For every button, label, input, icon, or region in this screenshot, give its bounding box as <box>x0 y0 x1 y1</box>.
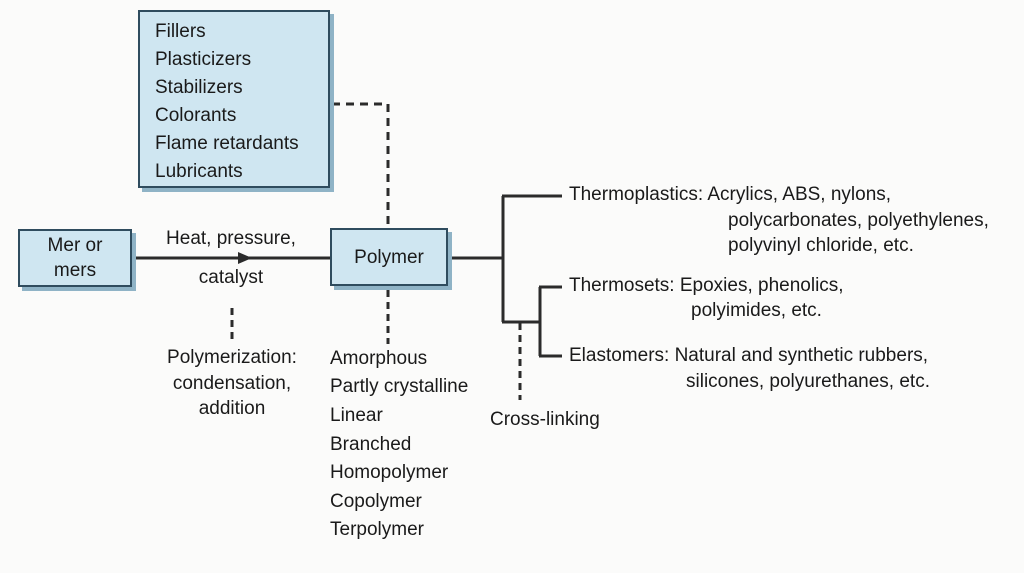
structure-item: Partly crystalline <box>330 376 469 397</box>
additives-box: Fillers Plasticizers Stabilizers Coloran… <box>138 10 330 188</box>
thermoplastics-line1: Thermoplastics: Acrylics, ABS, nylons, <box>569 184 892 205</box>
elastomers-line2: silicones, polyurethanes, etc. <box>686 371 930 392</box>
polymerization-line1: Polymerization: <box>167 347 297 368</box>
structure-item: Copolymer <box>330 491 422 512</box>
polymerization-line2: condensation, <box>172 373 292 394</box>
structure-item: Homopolymer <box>330 462 449 483</box>
additive-item: Fillers <box>155 21 206 42</box>
additive-item: Colorants <box>155 105 237 126</box>
structure-item: Terpolymer <box>330 519 424 540</box>
structure-item: Branched <box>330 434 412 455</box>
thermosets-line2: polyimides, etc. <box>691 300 822 321</box>
mer-box-line1: Mer or <box>47 235 103 256</box>
additives-dashed-connector <box>332 102 390 228</box>
structure-item: Linear <box>330 405 383 426</box>
elastomers-line1: Elastomers: Natural and synthetic rubber… <box>569 345 929 366</box>
polymer-box: Polymer <box>330 228 448 286</box>
additive-item: Stabilizers <box>155 77 243 98</box>
structure-item: Amorphous <box>330 348 428 369</box>
additive-item: Flame retardants <box>155 133 299 154</box>
process-label-line1: Heat, pressure, <box>166 228 296 249</box>
polymer-label: Polymer <box>354 247 424 268</box>
thermoplastics-line2: polycarbonates, polyethylenes, <box>728 210 989 231</box>
polymerization-line3: addition <box>198 398 266 419</box>
mer-box-line2: mers <box>53 260 97 281</box>
mer-box: Mer or mers <box>18 229 132 287</box>
process-label-line2: catalyst <box>198 267 264 288</box>
additive-item: Lubricants <box>155 161 243 182</box>
arrow-head <box>238 252 252 264</box>
thermosets-line1: Thermosets: Epoxies, phenolics, <box>569 275 844 296</box>
thermoplastics-line3: polyvinyl chloride, etc. <box>728 235 914 256</box>
crosslinking-label: Cross-linking <box>490 409 600 430</box>
additive-item: Plasticizers <box>155 49 252 70</box>
